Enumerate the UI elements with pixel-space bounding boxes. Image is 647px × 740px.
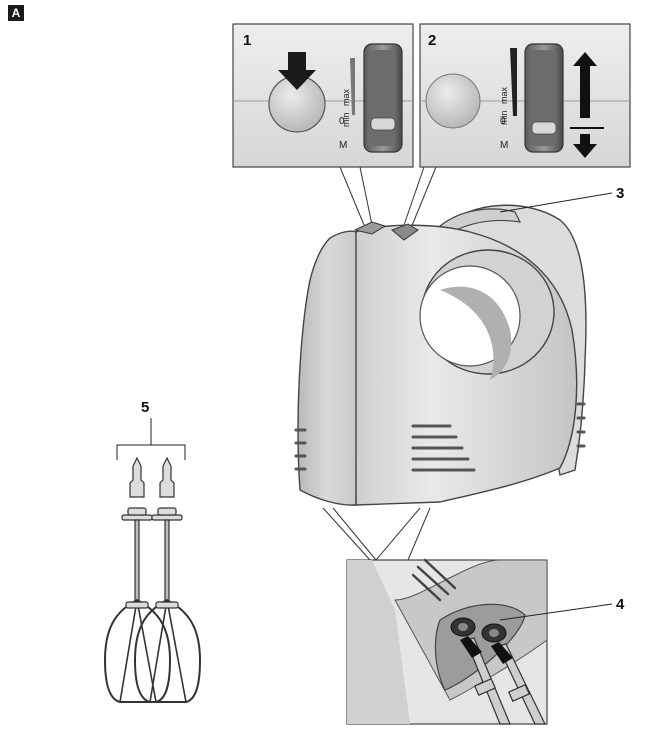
inset-speed-adjust: 2 min max 0 M [419,23,631,168]
hand-mixer [294,204,587,506]
up-arrow-icon [573,52,597,118]
air-vents [411,424,476,472]
down-arrow-icon [573,134,597,158]
press-arrow-icon [278,52,316,90]
svg-text:0: 0 [500,116,506,127]
inset-number-2: 2 [428,32,436,49]
svg-text:max: max [341,88,351,106]
handle-grip [439,208,522,235]
speed-wedge-2 [510,48,517,116]
speed-wedge [350,58,355,115]
eject-button-top [353,221,387,235]
callout-line-4 [499,603,613,621]
insert-arrow-icon [491,642,513,664]
inset-leaders [339,166,437,229]
beater-right [133,456,202,703]
inset-speed-on: 1 min max 0 M [232,23,414,168]
eject-button-released [425,73,481,129]
figure-label: A [8,5,24,21]
svg-text:0: 0 [339,116,345,127]
callout-5: 5 [141,399,149,416]
svg-text:M: M [500,140,508,151]
callout-3: 3 [616,185,624,202]
insert-arrow-icon [460,636,482,658]
speed-switch-top [391,223,419,241]
svg-text:M: M [339,140,347,151]
inset-number-1: 1 [243,32,251,49]
inset-beater-sockets [346,558,548,725]
ejector-leaders [322,507,431,561]
beaters: 5 [103,399,202,703]
svg-text:min: min [499,110,509,125]
callout-line-3 [499,192,613,213]
beater-left [103,456,172,703]
svg-text:min: min [341,112,351,127]
callout-4: 4 [616,596,625,613]
svg-text:max: max [499,86,509,104]
